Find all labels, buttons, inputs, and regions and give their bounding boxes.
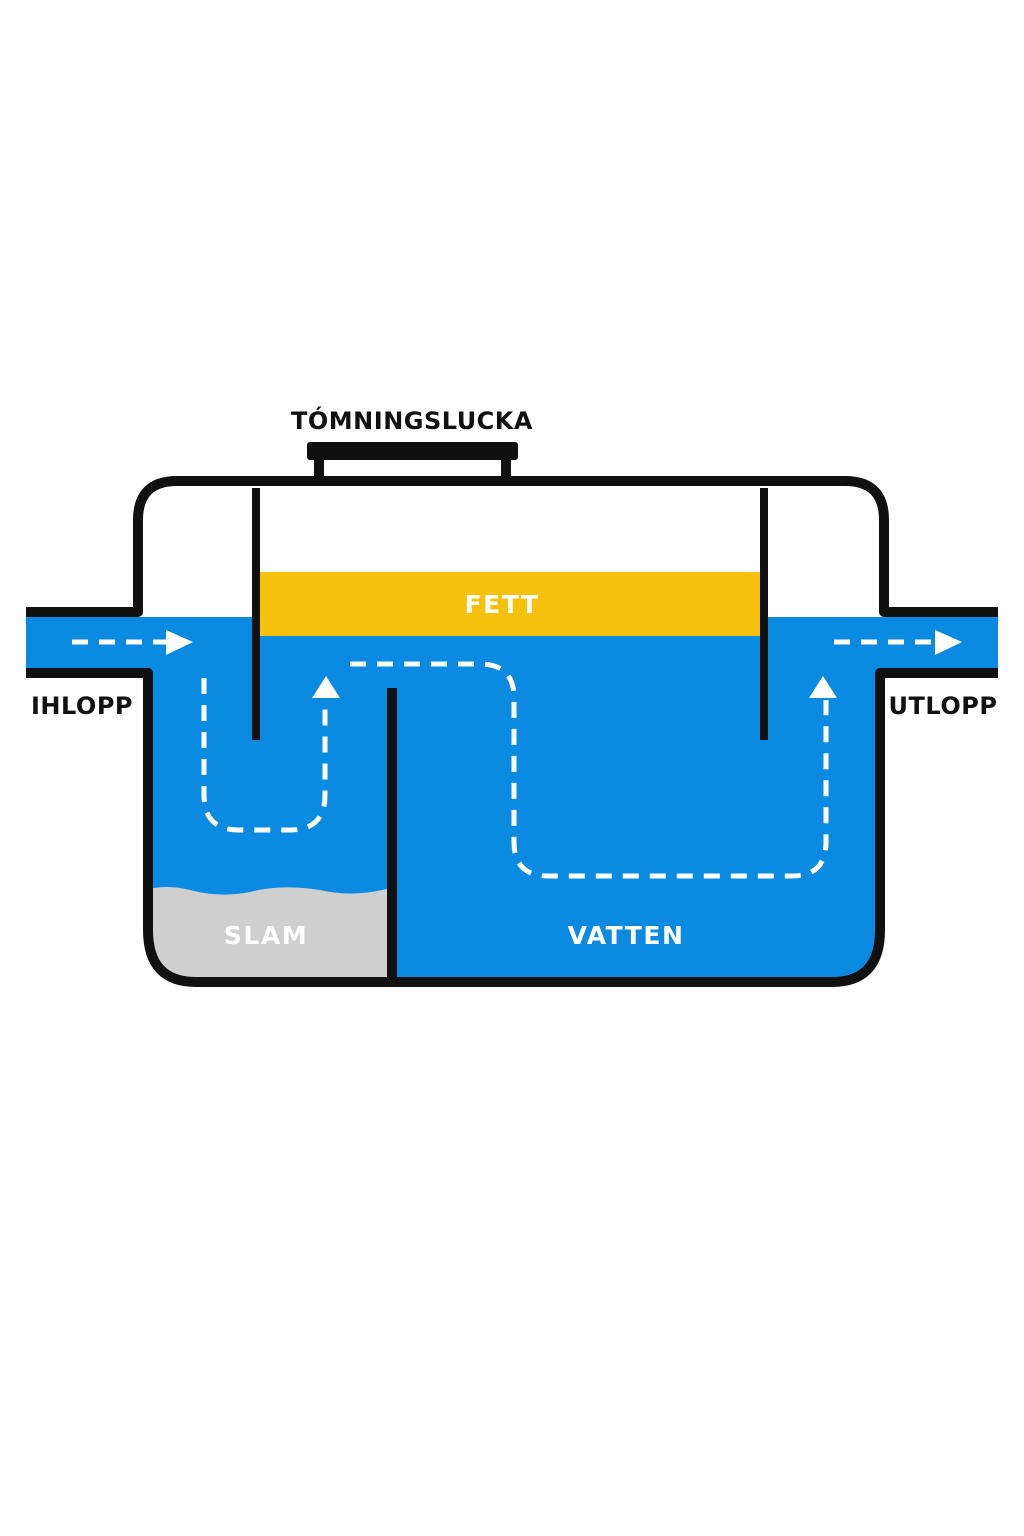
tank-contents [142, 485, 880, 978]
water-label: VATTEN [568, 921, 685, 950]
hatch-leg-left [314, 458, 324, 483]
flow-under-inlet-baffle [201, 678, 328, 833]
flow-over-divider-and-down [350, 661, 829, 879]
sludge-label: SLAM [224, 921, 308, 950]
tank-outline-bottom [26, 668, 998, 987]
hatch-leg-right [501, 458, 511, 483]
hatch-label: TÓMNINGSLUCKA [291, 405, 533, 435]
up-arrow-icon [312, 676, 340, 698]
outlet-arrow-icon [935, 630, 962, 655]
hatch-lid [307, 442, 518, 460]
inlet-arrow-icon [166, 630, 193, 655]
fat-label: FETT [465, 590, 540, 619]
sludge-layer [142, 886, 390, 978]
outlet-label: UTLOPP [889, 692, 998, 720]
inlet-label: IHLOPP [31, 692, 133, 720]
fat-layer [258, 572, 762, 636]
flow-paths [72, 639, 935, 879]
up-arrow-icon [809, 676, 837, 698]
